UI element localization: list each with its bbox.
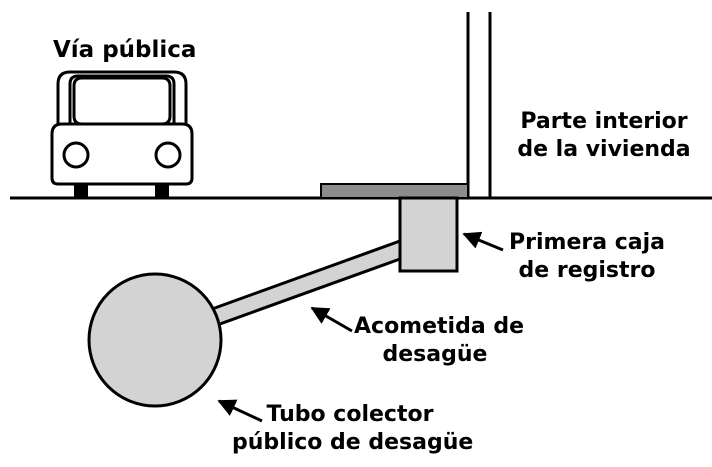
first-box-label-line-1: Primera caja — [509, 230, 665, 255]
interior-label-line-1: Parte interior — [520, 109, 688, 134]
first-box-label-line-2: de registro — [518, 258, 656, 283]
public-collector-pipe — [87, 272, 223, 408]
interior-label-line-2: de la vivienda — [517, 137, 691, 162]
drain-connection-label-line-1: Acometida de — [354, 314, 525, 339]
first-registry-box — [398, 196, 459, 273]
street-label: Vía pública — [53, 37, 197, 63]
drain-connection-label: Acometida de desagüe — [354, 313, 525, 369]
collector-label-line-1: Tubo colector — [266, 402, 434, 427]
first-box-label: Primera caja de registro — [506, 229, 668, 285]
arrow-collector — [217, 399, 263, 423]
car-icon — [50, 70, 194, 198]
cover-slab — [320, 183, 469, 199]
interior-label: Parte interior de la vivienda — [514, 108, 694, 164]
collector-label: Tubo colector público de desagüe — [232, 401, 474, 457]
drain-connection-label-line-2: desagüe — [382, 342, 488, 367]
collector-label-line-2: público de desagüe — [232, 430, 474, 455]
arrow-first-box — [462, 231, 504, 252]
arrow-drain-connection — [310, 306, 353, 333]
